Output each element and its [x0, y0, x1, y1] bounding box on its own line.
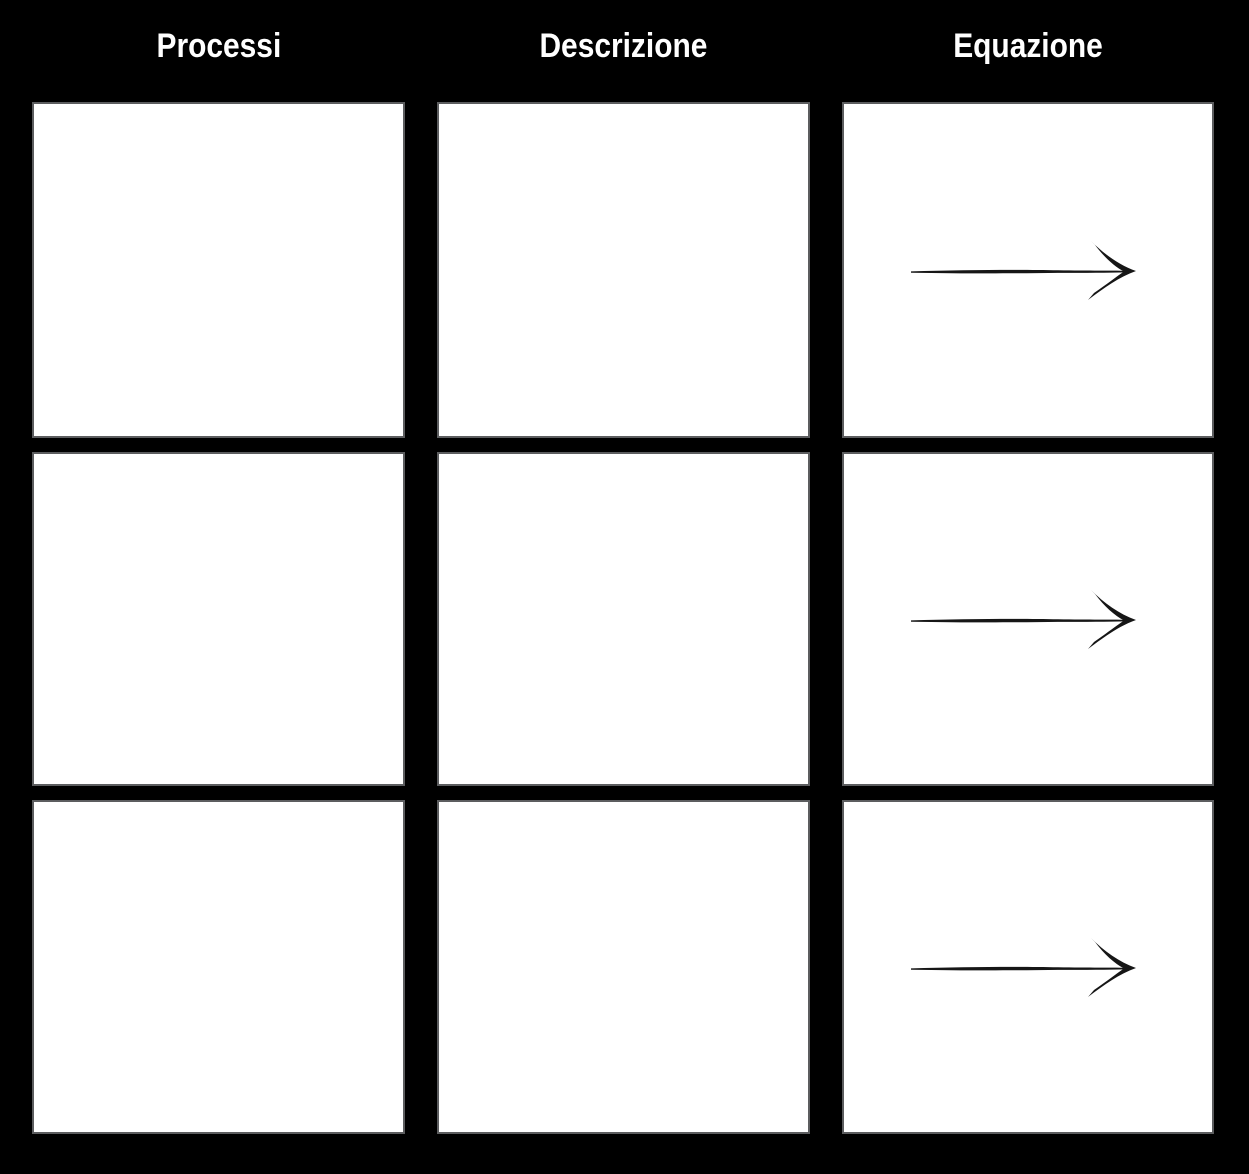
- column-header-label: Equazione: [953, 26, 1103, 65]
- cell-row1-equazione[interactable]: [842, 102, 1214, 438]
- column-header-equazione: Equazione: [842, 27, 1214, 76]
- template-grid: [32, 102, 1249, 1134]
- cell-row2-descrizione[interactable]: [437, 452, 810, 786]
- cell-row1-descrizione[interactable]: [437, 102, 810, 438]
- cell-row3-processi[interactable]: [32, 800, 405, 1134]
- column-header-descrizione: Descrizione: [437, 27, 810, 76]
- cell-row3-descrizione[interactable]: [437, 800, 810, 1134]
- column-header-label: Descrizione: [539, 26, 708, 65]
- cell-row2-equazione[interactable]: [842, 452, 1214, 786]
- hand-drawn-right-arrow-icon: [911, 938, 1136, 997]
- header-row: Processi Descrizione Equazione: [32, 0, 1249, 102]
- column-header-label: Processi: [156, 26, 281, 65]
- cell-row3-equazione[interactable]: [842, 800, 1214, 1134]
- cell-row1-processi[interactable]: [32, 102, 405, 438]
- hand-drawn-right-arrow-icon: [911, 241, 1136, 300]
- cell-row2-processi[interactable]: [32, 452, 405, 786]
- column-header-processi: Processi: [32, 27, 405, 76]
- hand-drawn-right-arrow-icon: [911, 590, 1136, 649]
